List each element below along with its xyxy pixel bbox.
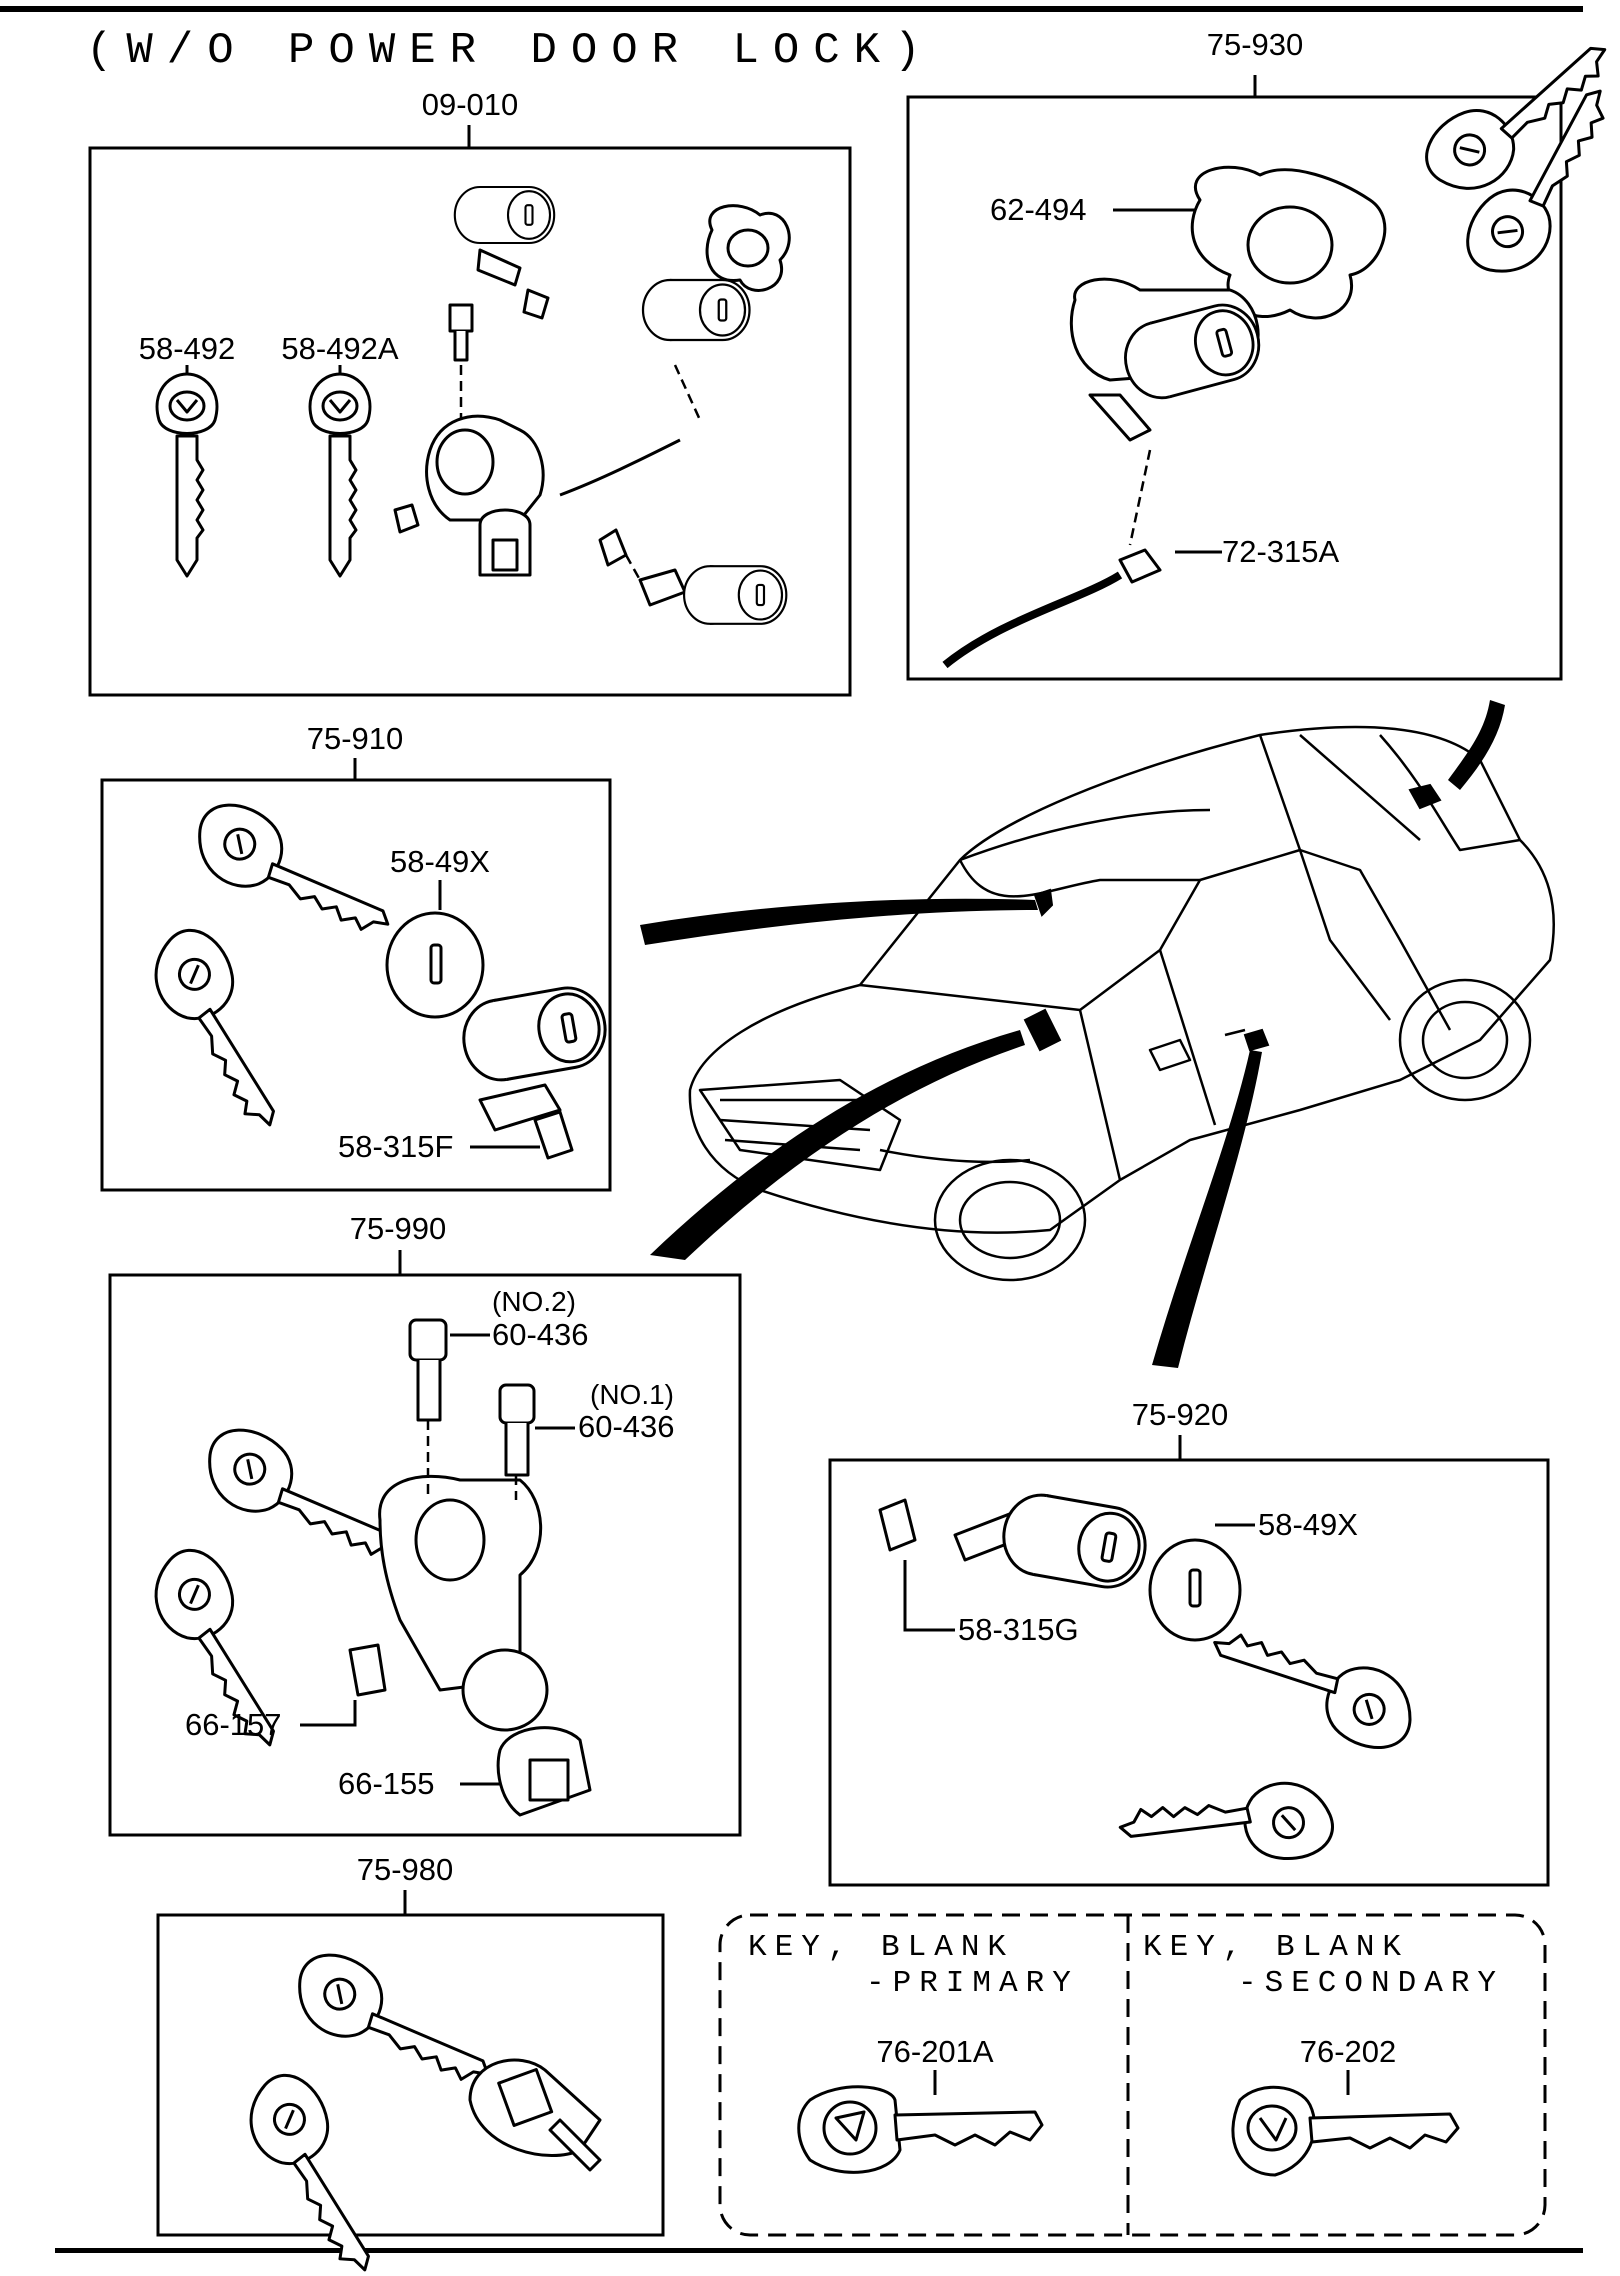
cylinder-75-980 — [468, 2058, 602, 2172]
part-60-436-no1: 60-436 — [578, 1409, 675, 1444]
key-blank-primary-line2: -PRIMARY — [866, 1966, 1079, 2001]
group-code-09-010: 09-010 — [421, 87, 519, 122]
group-code-75-990: 75-990 — [349, 1211, 447, 1246]
pointer-arrows — [640, 700, 1505, 1368]
key-75-980-a — [281, 1941, 509, 2103]
part-66-157: 66-157 — [185, 1707, 282, 1742]
dashed-leaders-09-010 — [459, 364, 702, 581]
part-58-49X-b: 58-49X — [1258, 1507, 1358, 1542]
cylinder-75-930 — [942, 165, 1387, 669]
ignition-assembly-75-990 — [348, 1318, 592, 1817]
key-75-920-b — [1116, 1777, 1337, 1875]
key-75-980-b — [231, 2062, 407, 2276]
box-75-920 — [828, 1435, 1550, 1887]
key-blank-secondary-line2: -SECONDARY — [1238, 1966, 1505, 2001]
key-76-201A — [797, 2085, 1044, 2174]
box-75-990 — [108, 1250, 742, 1837]
part-58-492A: 58-492A — [281, 331, 399, 366]
group-code-75-930: 75-930 — [1206, 27, 1304, 62]
key-58-492A — [308, 372, 372, 578]
part-58-49X-a: 58-49X — [390, 844, 490, 879]
key-75-910-a — [181, 791, 409, 953]
key-75-920-a — [1197, 1613, 1426, 1760]
part-62-494: 62-494 — [990, 192, 1087, 227]
part-76-202: 76-202 — [1299, 2034, 1397, 2069]
part-58-492: 58-492 — [138, 331, 236, 366]
key-blank-primary-line1: KEY, BLANK — [748, 1930, 1015, 1965]
box-75-910 — [100, 758, 612, 1192]
part-66-155: 66-155 — [338, 1766, 435, 1801]
part-76-201A: 76-201A — [876, 2034, 994, 2069]
group-code-75-980: 75-980 — [356, 1852, 454, 1887]
key-58-492 — [155, 372, 219, 578]
note-no1: (NO.1) — [590, 1379, 674, 1410]
box-75-980 — [156, 1890, 665, 2237]
key-blank-box — [718, 1913, 1547, 2237]
part-58-315F: 58-315F — [338, 1129, 454, 1164]
part-58-315G: 58-315G — [958, 1612, 1079, 1647]
part-72-315A: 72-315A — [1222, 534, 1340, 569]
key-blank-secondary-line1: KEY, BLANK — [1143, 1930, 1410, 1965]
cylinder-75-920 — [878, 1487, 1242, 1642]
key-75-910-b — [136, 917, 312, 1142]
group-code-75-920: 75-920 — [1131, 1397, 1229, 1432]
ignition-assembly-09-010 — [393, 185, 791, 625]
car-outline — [688, 725, 1555, 1282]
key-76-202 — [1231, 2085, 1460, 2177]
group-code-75-910: 75-910 — [306, 721, 404, 756]
page-title: (W/O POWER DOOR LOCK) — [86, 26, 935, 76]
box-75-930 — [906, 75, 1563, 681]
note-no2: (NO.2) — [492, 1286, 576, 1317]
part-60-436-no2: 60-436 — [492, 1317, 589, 1352]
car-lock-markers — [1023, 783, 1442, 1052]
cylinder-75-910 — [385, 911, 613, 1160]
